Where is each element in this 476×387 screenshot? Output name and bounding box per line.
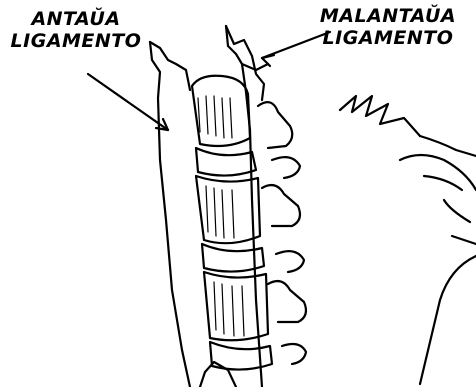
- posterior-leader-arrow: [262, 32, 330, 66]
- anterior-leader-arrow: [88, 74, 168, 130]
- posterior-vertebral-elements: [258, 102, 306, 364]
- hand-illustration: [340, 96, 476, 384]
- vertebral-body-2: [196, 176, 260, 243]
- vertebral-body-1: [192, 76, 250, 146]
- intervertebral-disc-1: [196, 148, 256, 176]
